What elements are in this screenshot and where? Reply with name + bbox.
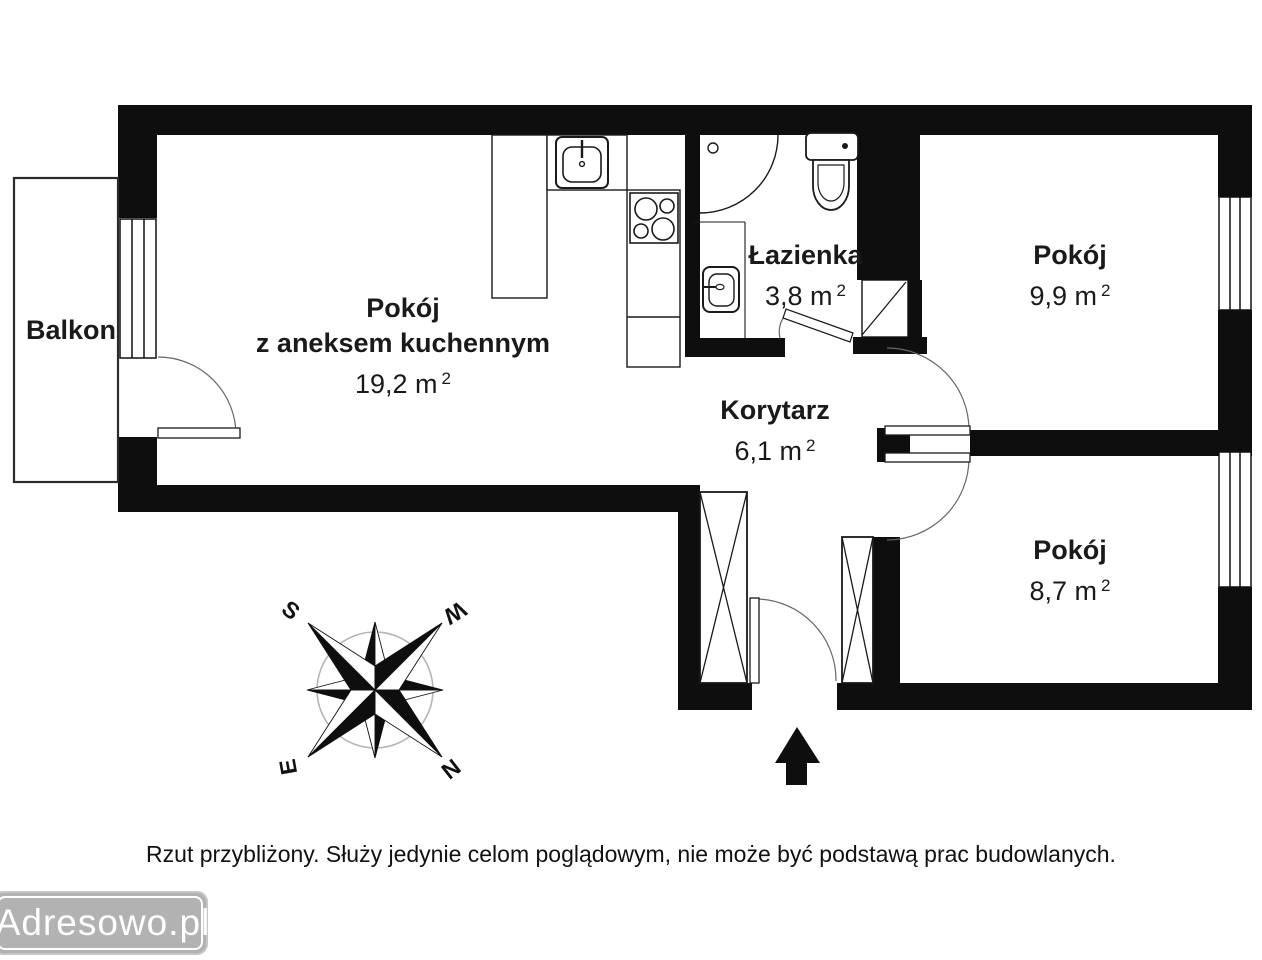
wall-segment: [853, 337, 927, 354]
room-name: Korytarz: [720, 395, 830, 425]
wall-segment: [118, 105, 1252, 135]
wall-segment: [678, 485, 700, 710]
wall-segment: [685, 135, 700, 357]
wall-segment: [1218, 310, 1252, 452]
kitchen-sink-icon: [555, 136, 609, 189]
wall-segment: [970, 430, 1252, 456]
bedroom-bottom-window: [1218, 451, 1252, 588]
compass-letter-n: N: [436, 754, 465, 785]
windows: [119, 196, 1252, 588]
stove-icon: [629, 192, 679, 244]
bathroom-door: [778, 308, 854, 343]
room-name: Łazienka: [748, 240, 863, 270]
compass-letter-s: S: [277, 595, 305, 625]
wardrobe-right-icon: [841, 536, 874, 684]
wall-segment: [908, 280, 922, 337]
toilet-icon: [805, 132, 859, 211]
balcony-outline: [12, 176, 120, 484]
entrance-door: [749, 597, 837, 684]
bedroom-top-window: [1218, 196, 1252, 311]
wall-segment: [1218, 105, 1252, 197]
wall-segment: [700, 338, 785, 357]
wall-segment: [118, 485, 700, 512]
room-name-line2: z aneksem kuchennym: [255, 328, 551, 358]
wall-segment: [837, 683, 1252, 710]
wardrobe-left-icon: [699, 491, 748, 684]
walls: [118, 105, 1252, 710]
room-label-balcony: Balkon: [16, 313, 126, 348]
balcony-door: [157, 356, 241, 439]
room-name: Pokój: [366, 293, 440, 323]
compass-letter-e: E: [274, 757, 302, 777]
wall-segment: [873, 537, 900, 683]
room-name: Pokój: [1033, 240, 1107, 270]
wall-segment: [857, 133, 920, 280]
entrance-arrow-icon: [775, 727, 820, 785]
adresowo-watermark-text: Adresowo.pl: [0, 902, 211, 943]
shower-icon: [693, 134, 779, 338]
wall-segment: [118, 105, 157, 218]
adresowo-watermark: Adresowo.pl: [0, 891, 209, 955]
adresowo-watermark-frame: Adresowo.pl: [0, 896, 209, 950]
room-name: Pokój: [1033, 535, 1107, 565]
bedroom-bottom-door: [884, 452, 971, 541]
disclaimer-text: Rzut przybliżony. Służy jedynie celom po…: [146, 841, 1116, 867]
doors: [157, 308, 971, 684]
utility-shaft: [861, 279, 909, 338]
wash-basin-icon: [702, 266, 740, 313]
bedroom-top-door: [884, 347, 971, 436]
room-name: Balkon: [25, 315, 117, 345]
balcony-window: [119, 218, 157, 359]
compass-rose: S W N E: [274, 595, 471, 784]
compass-letter-w: W: [439, 596, 471, 630]
